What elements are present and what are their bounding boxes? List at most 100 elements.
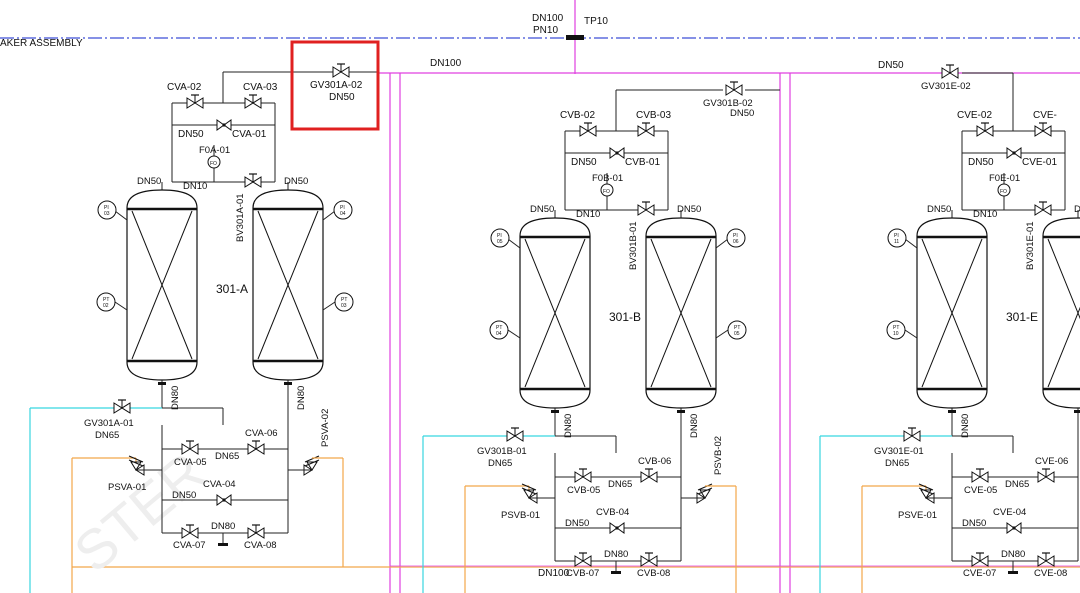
gauge-pt-right-icon[interactable] <box>727 320 747 340</box>
highlight-tag: GV301A-02 <box>310 80 363 91</box>
valve-CVB-03[interactable] <box>637 122 655 137</box>
label-dn-small: DN50 <box>571 157 597 168</box>
valve-CVE-08[interactable] <box>1037 552 1055 567</box>
vessel-right <box>1042 217 1080 409</box>
valve-GV301A-01[interactable] <box>113 399 131 414</box>
gauge-pt-left-number: 02 <box>103 303 109 309</box>
valve-CVB-08[interactable] <box>640 552 658 567</box>
valve-CVE-02[interactable] <box>976 122 994 137</box>
psv-PSVA-01[interactable] <box>128 455 145 476</box>
gauge-pt-left-icon[interactable] <box>96 292 116 312</box>
valve-CVE-[interactable] <box>1034 122 1052 137</box>
drain-flange <box>218 543 228 546</box>
gauge-pi-right-icon[interactable] <box>726 228 746 248</box>
gauge-pi-left-number: 05 <box>497 239 503 245</box>
valve-CVB-06[interactable] <box>640 468 658 483</box>
gauge-pi-left-label: PI <box>104 205 109 211</box>
valve-CVA-03[interactable] <box>244 94 262 109</box>
label-dn10: DN10 <box>973 209 997 220</box>
valve-CVA-06[interactable] <box>247 440 265 455</box>
label-CVB-02: CVB-02 <box>560 110 595 121</box>
gauge-pt-right-number: 05 <box>734 331 740 337</box>
check-CVA-04[interactable] <box>216 494 232 506</box>
label-dn50-right: DN50 <box>284 176 308 187</box>
label-dn-small: DN50 <box>178 129 204 140</box>
vessel-right <box>645 217 717 409</box>
gauge-pt-left-icon[interactable] <box>886 320 906 340</box>
gauge-pt-right-icon[interactable] <box>334 292 354 312</box>
valve-CVA-02[interactable] <box>186 94 204 109</box>
label-dn10: DN10 <box>576 209 600 220</box>
valve-CVB-07[interactable] <box>574 552 592 567</box>
valve-CVA-07[interactable] <box>181 524 199 539</box>
check-CVB-01[interactable] <box>609 147 625 159</box>
flow-orifice-icon[interactable] <box>600 183 614 197</box>
drain-flange <box>1008 571 1018 574</box>
flange-left <box>551 410 559 413</box>
check-CVE-04[interactable] <box>1006 522 1022 534</box>
pipe-segment <box>715 329 729 339</box>
psv-PSVE-01[interactable] <box>918 483 935 504</box>
tower-label: 301-A <box>216 282 248 296</box>
vessel-left <box>126 189 198 381</box>
flow-orifice-icon[interactable] <box>207 155 221 169</box>
gauge-pt-left-icon[interactable] <box>489 320 509 340</box>
valve-CVB-02[interactable] <box>579 122 597 137</box>
flow-orifice-icon[interactable] <box>997 183 1011 197</box>
label-gv-bot-dn: DN65 <box>488 458 512 469</box>
psv-PSVB-01[interactable] <box>521 483 538 504</box>
valve-bypass[interactable] <box>244 173 262 188</box>
valve-CVB-05[interactable] <box>574 468 592 483</box>
pipe-segment <box>114 210 128 221</box>
label-CVA-02: CVA-02 <box>167 82 202 93</box>
valve-GV301E-02[interactable] <box>941 64 959 79</box>
drain-flange <box>611 571 621 574</box>
assembly-label: AKER ASSEMBLY <box>0 38 83 49</box>
label-GV301E-01: GV301E-01 <box>874 446 924 457</box>
gauge-pi-left-icon[interactable] <box>887 228 907 248</box>
gauge-pt-left-label: PT <box>103 297 109 303</box>
pipe-segment <box>114 301 128 311</box>
label-dn10: DN10 <box>183 181 207 192</box>
gauge-pi-left-icon[interactable] <box>97 200 117 220</box>
valve-CVE-07[interactable] <box>971 552 989 567</box>
highlight-box[interactable] <box>290 40 380 131</box>
pipe-segment <box>507 238 521 249</box>
psv-PSVA-02[interactable] <box>303 455 320 476</box>
label-CVE-: CVE- <box>1033 110 1057 121</box>
gauge-pt-right-label: PT <box>734 325 740 331</box>
valve-CVA-08[interactable] <box>247 524 265 539</box>
valve-GV301B-01[interactable] <box>506 427 524 442</box>
pipe-segment <box>507 329 521 339</box>
vessel-right <box>252 189 324 381</box>
valve-GV301B-02[interactable] <box>725 81 743 96</box>
highlight-gate-valve-icon[interactable] <box>332 63 350 78</box>
label-GV301B-01: GV301B-01 <box>477 446 527 457</box>
valve-bypass[interactable] <box>637 201 655 216</box>
gauge-pi-left-icon[interactable] <box>490 228 510 248</box>
valve-CVA-05[interactable] <box>181 440 199 455</box>
gauge-pi-right-icon[interactable] <box>333 200 353 220</box>
label-dn50-right: D <box>1074 204 1080 215</box>
label-CVE-02: CVE-02 <box>957 110 992 121</box>
label-CVE-04: CVE-04 <box>993 507 1026 518</box>
vessel-left <box>916 217 988 409</box>
header-top-pn: PN10 <box>533 25 558 36</box>
check-CVA-01[interactable] <box>216 119 232 131</box>
valve-GV301E-01[interactable] <box>903 427 921 442</box>
label-gv-bot-dn: DN65 <box>95 430 119 441</box>
label-CVB-05: CVB-05 <box>567 485 600 496</box>
label-CVA-05: CVA-05 <box>174 457 207 468</box>
label-F0A-01: F0A-01 <box>199 145 230 156</box>
label-CVE-08: CVE-08 <box>1034 568 1067 579</box>
valve-bypass[interactable] <box>1034 201 1052 216</box>
valve-CVE-05[interactable] <box>971 468 989 483</box>
label-dn80-left: DN80 <box>960 414 971 438</box>
label-CVE-07: CVE-07 <box>963 568 996 579</box>
psv-PSVB-02[interactable] <box>696 483 713 504</box>
check-CVB-04[interactable] <box>609 522 625 534</box>
pipe-segment <box>904 238 918 249</box>
valve-CVE-06[interactable] <box>1037 468 1055 483</box>
check-CVE-01[interactable] <box>1006 147 1022 159</box>
gauge-pi-right-label: PI <box>733 233 738 239</box>
